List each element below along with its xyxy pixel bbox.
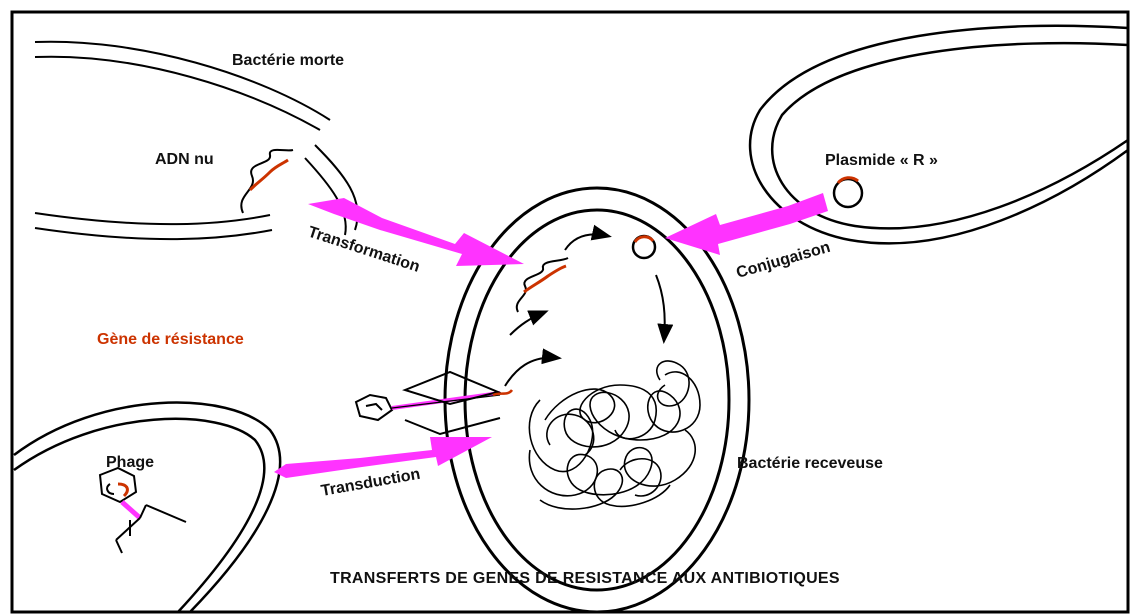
phage-icon [100, 468, 186, 553]
dna-strand-icon [241, 150, 293, 213]
label-conjugation: Conjugaison [734, 239, 832, 282]
transformation-arrow [308, 198, 524, 266]
label-resistance-gene: Gène de résistance [97, 331, 244, 348]
label-naked-dna: ADN nu [155, 151, 214, 168]
label-plasmid: Plasmide « R » [825, 152, 938, 169]
phage-host-bacterium [14, 403, 280, 612]
plasmid-icon [834, 178, 862, 207]
dead-bacterium [35, 42, 358, 239]
diagram-title: TRANSFERTS DE GENES DE RESISTANCE AUX AN… [330, 570, 840, 587]
label-phage: Phage [106, 454, 154, 471]
label-dead-bacterium: Bactérie morte [232, 52, 344, 69]
label-recipient-bacterium: Bactérie receveuse [737, 455, 883, 472]
